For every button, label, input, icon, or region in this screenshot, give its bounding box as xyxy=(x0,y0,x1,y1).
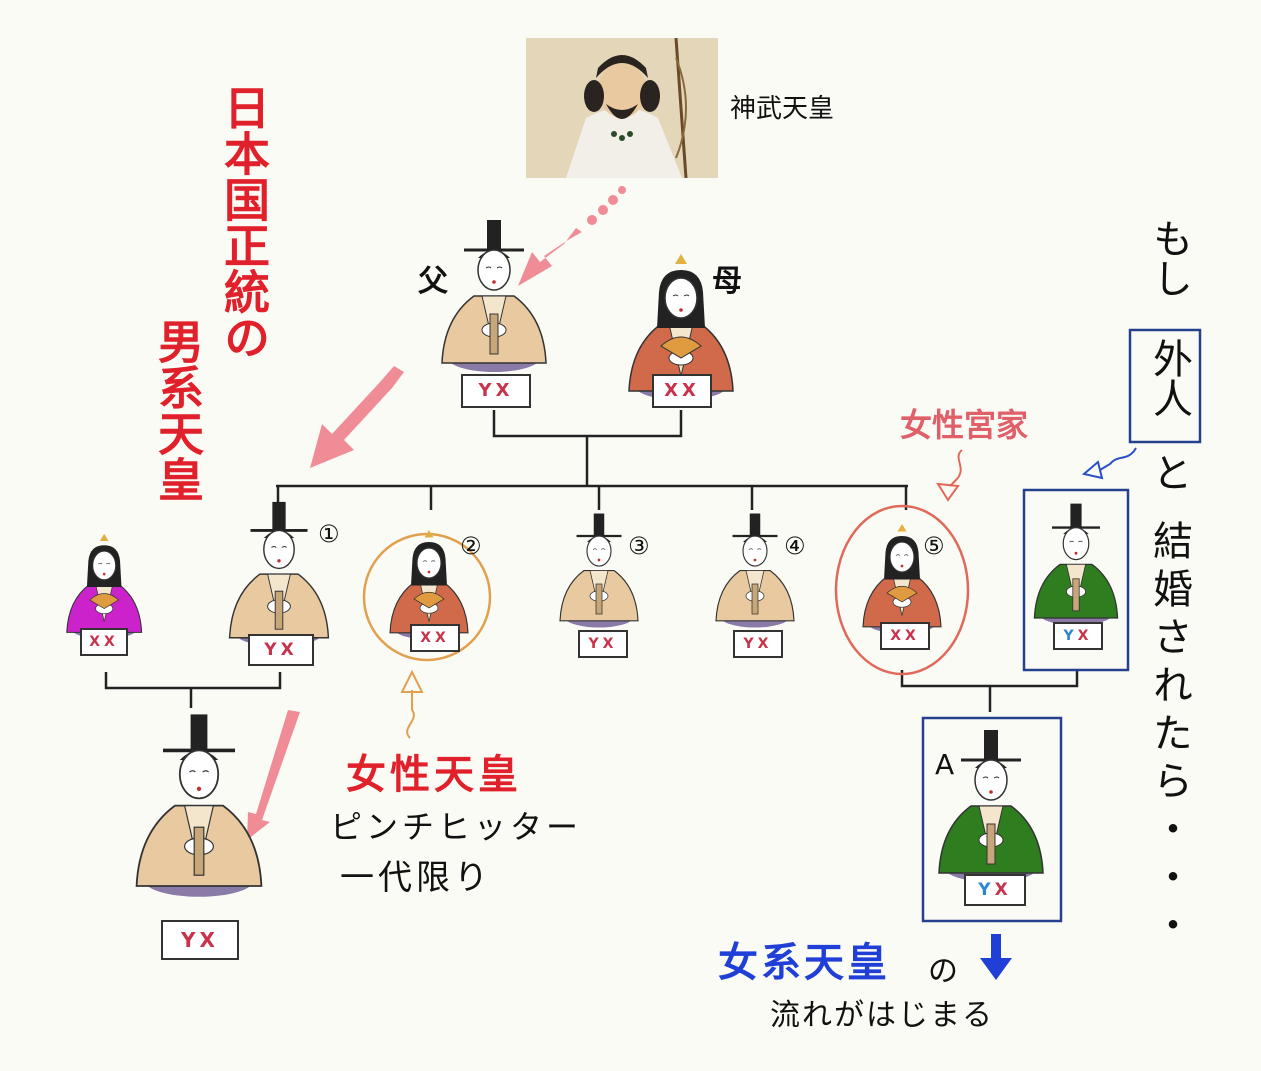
foreigner-box xyxy=(1022,488,1130,672)
child-number-4: ④ xyxy=(784,532,806,560)
child-number-5: ⑤ xyxy=(923,532,945,560)
matrilineal-particle: の xyxy=(928,954,958,989)
child5-chromosome-tag: XX xyxy=(880,622,930,650)
child-a-chromosome-tag: YX xyxy=(964,874,1026,906)
female-emperor-title: 女性天皇 xyxy=(346,752,522,798)
matrilineal-line2: 流れがはじまる xyxy=(770,998,994,1033)
arrow-to-heir xyxy=(247,710,300,840)
child3-chromosome-tag: YX xyxy=(578,630,628,658)
child-number-1: ① xyxy=(318,520,340,548)
curl-arrow-female-branch xyxy=(949,449,963,487)
child1-chromosome-tag: YX xyxy=(248,634,314,666)
foreigner-note-line1: もし xyxy=(1146,218,1192,298)
foreigner-note-line3: 結婚されたら・・・ xyxy=(1146,520,1192,952)
wife-figure xyxy=(65,533,142,639)
child-a-label: A xyxy=(935,748,955,781)
female-emperor-line2: 一代限り xyxy=(340,858,492,898)
down-arrow-icon xyxy=(980,934,1012,980)
foreigner-figure xyxy=(1033,503,1119,626)
emperor-portrait-image xyxy=(526,38,718,178)
father-chromosome-tag: YX xyxy=(461,374,531,408)
arrow-to-siblings xyxy=(310,366,404,468)
child-a-figure xyxy=(938,730,1044,882)
female-branch-ellipse xyxy=(834,504,970,676)
father-figure xyxy=(441,220,547,372)
child-number-2: ② xyxy=(460,532,482,560)
title-patrilineal-emperor: 男系天皇 xyxy=(151,318,205,502)
foreigner-note-box-text: 外人 xyxy=(1146,338,1192,418)
heir-figure xyxy=(135,714,263,897)
heir-chromosome-tag: YX xyxy=(161,920,239,960)
curl-arrow-foreigner xyxy=(1099,447,1137,471)
child-a-box xyxy=(921,716,1063,923)
parents-connector xyxy=(492,410,683,438)
child4-figure xyxy=(715,513,795,628)
title-legitimate-line: 日本国正統の xyxy=(217,84,271,360)
jimmu-portrait xyxy=(526,38,718,178)
child4-chromosome-tag: YX xyxy=(733,630,783,658)
foreigner-chromosome-tag: YX xyxy=(1053,622,1103,650)
curl-arrow-female-emperor xyxy=(406,690,415,739)
portrait-caption: 神武天皇 xyxy=(730,94,835,124)
father-label: 父 xyxy=(418,264,448,299)
wife-chromosome-tag: XX xyxy=(80,628,128,656)
child2-chromosome-tag: XX xyxy=(410,624,460,652)
matrilineal-title: 女系天皇 xyxy=(718,940,890,986)
gaijin-word-box xyxy=(1128,328,1202,444)
child-number-3: ③ xyxy=(628,532,650,560)
mother-chromosome-tag: XX xyxy=(652,374,712,408)
female-emperor-line1: ピンチヒッター xyxy=(330,808,583,846)
child3-figure xyxy=(559,513,639,628)
arrow-to-father xyxy=(518,228,582,286)
mother-label: 母 xyxy=(712,264,742,299)
right-marriage-connector xyxy=(900,670,1079,688)
female-branch-label: 女性宮家 xyxy=(900,406,1029,444)
foreigner-note-line2: と xyxy=(1146,452,1192,492)
left-marriage-connector xyxy=(104,672,282,690)
